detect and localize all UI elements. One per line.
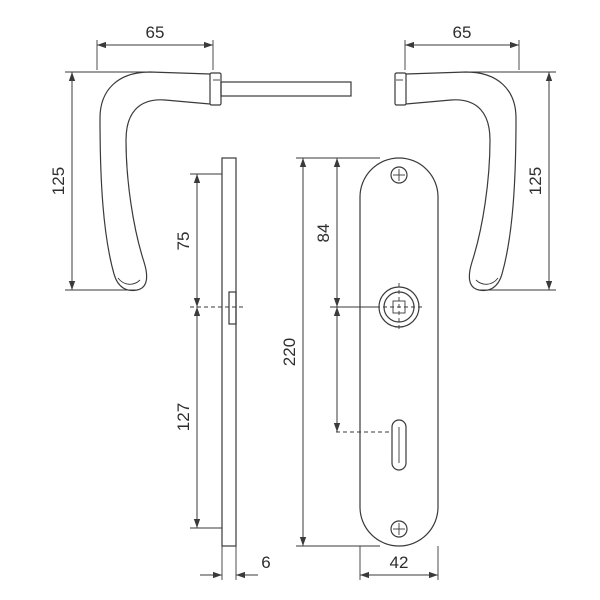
dim-right-lever-width: 65 — [404, 23, 520, 70]
dim-plate-thickness: 6 — [200, 546, 271, 580]
svg-text:6: 6 — [261, 553, 270, 572]
dim-left-lever-height: 125 — [49, 71, 148, 291]
plate-front-view — [336, 157, 439, 547]
dim-right-lever-height: 125 — [468, 71, 556, 291]
svg-text:127: 127 — [174, 403, 193, 431]
dim-lower-offset: 127 — [174, 307, 201, 528]
svg-text:42: 42 — [390, 553, 409, 572]
svg-text:75: 75 — [174, 232, 193, 251]
svg-text:65: 65 — [146, 23, 165, 42]
svg-text:125: 125 — [49, 167, 68, 195]
left-lever-handle — [99, 71, 352, 292]
bottom-screw-icon — [390, 520, 408, 538]
dim-upper-offset: 75 — [174, 174, 201, 307]
dim-plate-width: 42 — [359, 546, 439, 580]
key-hole-icon — [336, 419, 407, 471]
plate-side-view — [190, 157, 245, 547]
dim-spindle-to-top: 84 — [314, 158, 378, 432]
dim-plate-height: 220 — [280, 157, 380, 547]
dim-left-lever-width: 65 — [96, 23, 214, 70]
right-lever-handle — [394, 71, 517, 292]
svg-text:65: 65 — [453, 23, 472, 42]
svg-text:84: 84 — [314, 224, 333, 243]
svg-text:220: 220 — [280, 338, 299, 366]
top-screw-icon — [390, 166, 408, 184]
spindle-rose-icon — [376, 283, 424, 331]
svg-text:125: 125 — [526, 167, 545, 195]
